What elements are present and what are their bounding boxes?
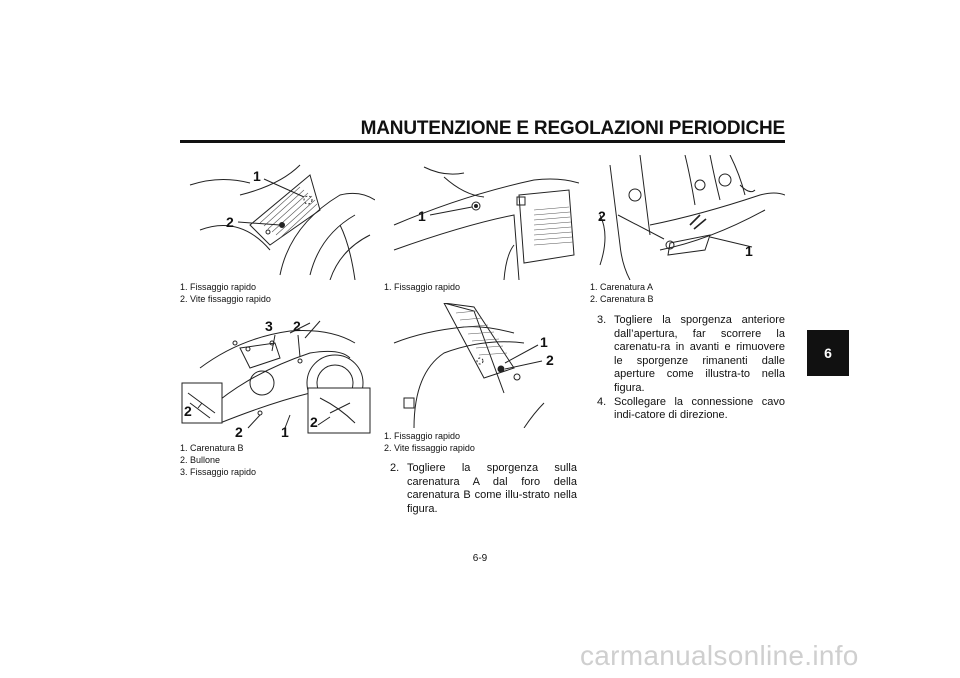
header-rule (180, 140, 785, 143)
figure-callout: 1 (540, 334, 548, 350)
figure-callout: 3 (265, 318, 273, 334)
figure-caption: 1. Fissaggio rapido (384, 282, 461, 292)
page-number: 6-9 (472, 553, 488, 564)
figure-callout: 1 (745, 243, 753, 259)
figure-fissaggio-rapido: 1 2 (384, 303, 579, 428)
figure-callout: 1 (281, 424, 289, 438)
figure-carenatura-b: 3 2 2 2 1 2 (180, 313, 375, 438)
watermark: carmanualsonline.info (580, 640, 859, 671)
figure-callout: 2 (546, 352, 554, 368)
page-title: MANUTENZIONE E REGOLAZIONI PERIODICHE (360, 118, 786, 139)
procedure-steps: 2. Togliere la sporgenza sulla carenatur… (390, 462, 577, 516)
figure-callout: 2 (184, 403, 192, 419)
figure-callout: 2 (226, 214, 234, 230)
procedure-steps: 3. Togliere la sporgenza anteriore dall’… (597, 314, 785, 423)
figure-callout: 2 (598, 208, 606, 224)
figure-fissaggio-rapido: 1 (384, 155, 579, 280)
figure-callout: 2 (235, 424, 243, 438)
figure-carenatura-a-b: 2 1 (590, 155, 785, 280)
figure-callout: 1 (418, 208, 426, 224)
chapter-tab: 6 (807, 330, 849, 376)
figure-callout: 2 (293, 318, 301, 334)
figure-caption: 1. Fissaggio rapido 2. Vite fissaggio ra… (384, 431, 475, 453)
figure-caption: 1. Carenatura A 2. Carenatura B (590, 282, 654, 304)
procedure-step: 4. Scollegare la connessione cavo indi-c… (597, 395, 785, 422)
figure-fissaggio-rapido: 1 2 (180, 155, 375, 280)
procedure-step: 3. Togliere la sporgenza anteriore dall’… (597, 314, 785, 394)
figure-caption: 1. Fissaggio rapido 2. Vite fissaggio ra… (180, 282, 271, 304)
figure-caption: 1. Carenatura B 2. Bullone 3. Fissaggio … (180, 443, 257, 477)
figure-callout: 2 (310, 414, 318, 430)
figure-callout: 1 (253, 168, 261, 184)
procedure-step: 2. Togliere la sporgenza sulla carenatur… (390, 462, 577, 515)
